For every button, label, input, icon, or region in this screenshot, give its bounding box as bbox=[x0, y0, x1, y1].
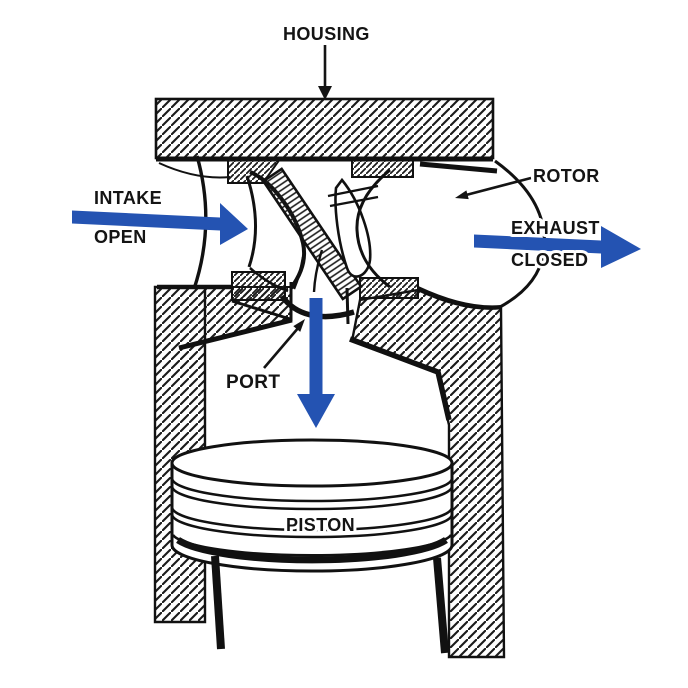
chamber-roof-right bbox=[349, 336, 452, 421]
port-funnel-right bbox=[312, 249, 324, 293]
piston-ring-2 bbox=[170, 485, 454, 511]
rotor-assembly bbox=[192, 155, 391, 325]
piston-bottom-edge bbox=[176, 537, 448, 564]
port-neck-right bbox=[345, 287, 350, 325]
rotor-lower-lip bbox=[249, 267, 289, 293]
housing-label: HOUSING bbox=[283, 24, 370, 44]
exhaust-ceiling-edge bbox=[419, 161, 498, 174]
exhaust-label: EXHAUST bbox=[511, 218, 600, 238]
rotor-ledge-upper bbox=[327, 184, 379, 198]
exhaust-closed-label: CLOSED bbox=[511, 250, 588, 270]
piston-ring-3 bbox=[170, 506, 454, 532]
piston-skirt-left bbox=[211, 555, 225, 650]
seat-top-right bbox=[351, 159, 414, 178]
pointer-arrows bbox=[263, 45, 532, 369]
piston-ring-1 bbox=[170, 477, 454, 503]
rotor-label: ROTOR bbox=[533, 166, 600, 186]
intake-ceiling-curve bbox=[158, 162, 231, 179]
piston-ring-4 bbox=[170, 513, 454, 539]
port-label: PORT bbox=[226, 372, 280, 393]
chamber-roof-left bbox=[178, 317, 293, 351]
housing-pointer-arrow bbox=[318, 86, 332, 100]
intake-open-label: OPEN bbox=[94, 227, 147, 247]
port-pointer-line bbox=[263, 326, 300, 369]
seat-top-left bbox=[227, 158, 282, 184]
piston bbox=[170, 438, 454, 654]
piston-skirt-right bbox=[433, 557, 449, 654]
port-funnel-left bbox=[292, 256, 305, 290]
piston-body bbox=[170, 461, 454, 573]
exhaust-flow-arrow bbox=[474, 226, 641, 268]
labels: HOUSING INTAKE OPEN ROTOR EXHAUST CLOSED… bbox=[91, 21, 602, 538]
rotor-web bbox=[261, 167, 363, 301]
rotor-left-lobe-outer bbox=[245, 175, 257, 268]
port-flow-arrow bbox=[297, 298, 335, 428]
port-pointer-arrow bbox=[293, 319, 305, 332]
rotor-pointer-line bbox=[465, 176, 532, 197]
intake-label: INTAKE bbox=[94, 188, 162, 208]
exhaust-floor-edge bbox=[417, 286, 502, 310]
piston-crown bbox=[170, 438, 454, 488]
chamber-roof bbox=[178, 317, 452, 421]
housing-block bbox=[154, 97, 495, 179]
flow-arrows bbox=[72, 203, 641, 428]
rotor-pointer-arrow bbox=[455, 190, 469, 200]
piston-label: PISTON bbox=[286, 515, 355, 535]
rotor-right-lobe bbox=[355, 168, 391, 289]
rotor-ledge-lower bbox=[329, 195, 379, 208]
seat-bottom-edge bbox=[231, 299, 291, 321]
intake-flow-arrow bbox=[72, 203, 248, 245]
housing-top-section bbox=[154, 97, 495, 160]
